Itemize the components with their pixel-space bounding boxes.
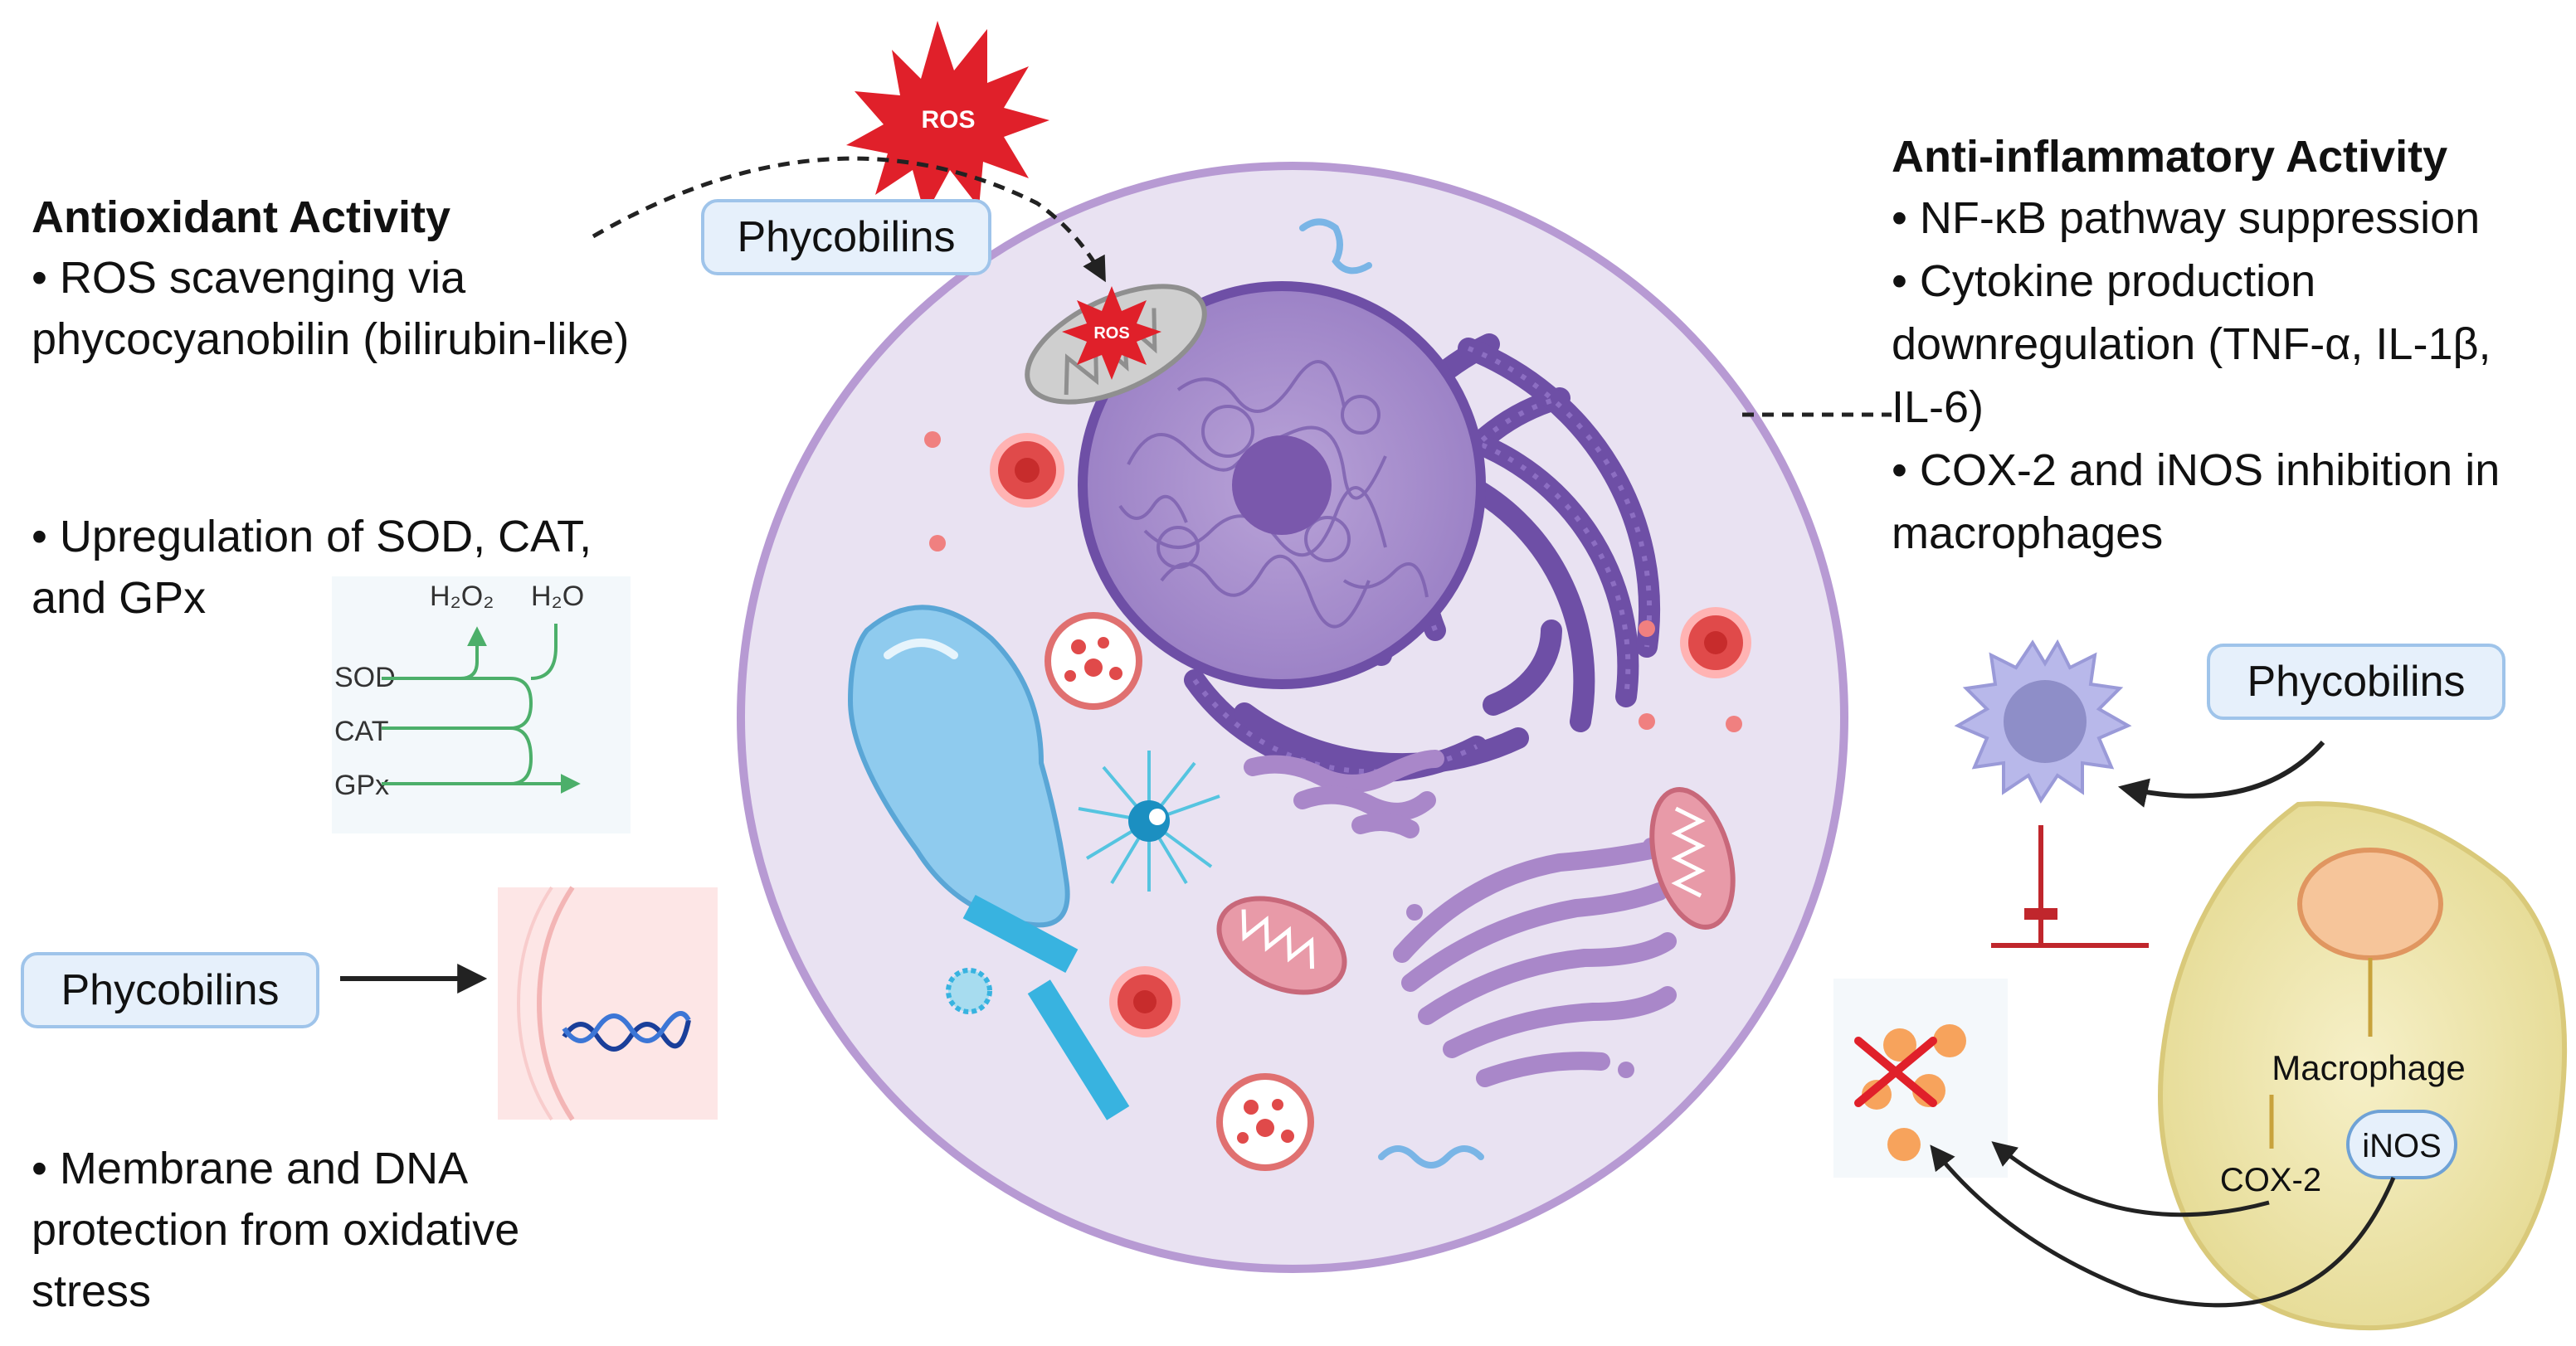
anti-inflammatory-title: Anti-inflammatory Activity — [1892, 132, 2448, 182]
ros-star: ROS — [846, 21, 1049, 216]
antioxidant-bullet3-line1: • Membrane and DNA — [32, 1144, 469, 1193]
mitochondrion-pink-1 — [1216, 896, 1347, 995]
dendritic-cell-icon — [1954, 639, 2132, 804]
ros-mito-label: ROS — [1093, 324, 1129, 343]
cat-label: CAT — [334, 716, 388, 747]
antioxidant-bullet1-line1: • ROS scavenging via — [32, 253, 466, 303]
anti-inflammatory-line4: IL-6) — [1892, 382, 1984, 432]
mitochondrion-pink-2 — [1649, 787, 1736, 930]
dna-membrane-inset — [498, 886, 718, 1121]
vacuole — [847, 605, 1070, 928]
enzyme-cascade-inset: H₂O₂ H₂O SOD CAT GPx — [332, 576, 631, 833]
h2o2-label: H₂O₂ — [430, 581, 494, 612]
cytokine-arrows — [1930, 1141, 2396, 1308]
phycobilins-pill-top: Phycobilins — [701, 199, 991, 275]
ros-star-label: ROS — [921, 106, 975, 134]
inhibition-symbol — [1991, 825, 2149, 948]
antioxidant-bullet2-line2: and GPx — [32, 573, 207, 623]
dna-helix-icon — [562, 1011, 691, 1052]
h2o-label: H₂O — [531, 581, 584, 612]
ros-mito-burst: ROS — [1062, 286, 1161, 380]
antioxidant-title: Antioxidant Activity — [32, 192, 451, 242]
anti-inflammatory-line3: downregulation (TNF-α, IL-1β, — [1892, 319, 2491, 369]
inos-pill — [2346, 1110, 2457, 1179]
cox2-label: COX-2 — [2220, 1162, 2321, 1198]
cytoskeleton-rods — [946, 895, 1130, 1120]
gpx-label: GPx — [334, 770, 389, 801]
smooth-er — [1244, 750, 1444, 838]
vesicles — [924, 431, 1742, 732]
phycobilins-pill-right: Phycobilins — [2207, 644, 2505, 720]
macrophage-cell: Macrophage COX-2 iNOS — [2158, 801, 2568, 1331]
peroxisome-2 — [1216, 1073, 1314, 1171]
mrna-squiggles — [1299, 218, 1484, 1169]
antioxidant-bullet2-line1: • Upregulation of SOD, CAT, — [32, 512, 592, 561]
anti-inflammatory-line6: macrophages — [1892, 508, 2164, 558]
peroxisome-1 — [1045, 612, 1142, 710]
antioxidant-bullet3-line2: protection from oxidative — [32, 1205, 520, 1255]
right-pill-arrow — [2117, 741, 2325, 808]
macrophage-nucleus — [2297, 848, 2443, 960]
cytokines-blocked — [1833, 979, 2008, 1178]
inos-label: iNOS — [2362, 1128, 2442, 1164]
lysosome-3 — [1109, 966, 1181, 1037]
anti-inflammatory-line2: • Cytokine production — [1892, 256, 2316, 306]
phycobilins-pill-left: Phycobilins — [21, 952, 319, 1028]
lysosome-1 — [990, 433, 1064, 508]
macrophage-label: Macrophage — [2272, 1048, 2465, 1087]
centrosome — [1078, 751, 1220, 892]
anti-inflammatory-line1: • NF-κB pathway suppression — [1892, 193, 2481, 243]
antioxidant-bullet3-line3: stress — [32, 1266, 152, 1316]
lysosome-2 — [1680, 607, 1751, 678]
ros-dashed-arrow — [592, 156, 1106, 283]
block-x-icon — [1854, 1037, 1937, 1107]
nucleus — [1078, 281, 1486, 689]
antioxidant-bullet1-line2: phycocyanobilin (bilirubin-like) — [32, 314, 630, 364]
anti-inflammatory-line5: • COX-2 and iNOS inhibition in — [1892, 445, 2501, 495]
